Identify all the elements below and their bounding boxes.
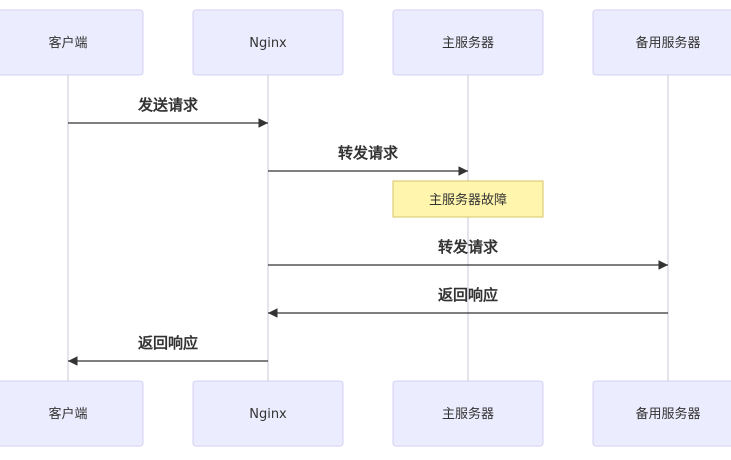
actor-nginx-bottom: Nginx bbox=[192, 380, 344, 447]
actor-nginx-top-label: Nginx bbox=[249, 36, 287, 51]
actors-bottom: 客户端 Nginx 主服务器 备用服务器 bbox=[0, 380, 731, 447]
message-3: 转发请求 bbox=[268, 238, 668, 270]
note-1: 主服务器故障 bbox=[392, 180, 544, 218]
actor-nginx-top: Nginx bbox=[192, 9, 344, 76]
actor-client-top: 客户端 bbox=[0, 9, 144, 76]
message-1-label: 发送请求 bbox=[137, 96, 199, 114]
actor-nginx-bottom-label: Nginx bbox=[249, 407, 287, 422]
actor-backup-top-label: 备用服务器 bbox=[635, 35, 700, 51]
actor-primary-bottom-label: 主服务器 bbox=[442, 406, 494, 422]
message-4: 返回响应 bbox=[268, 286, 668, 318]
actor-primary-top: 主服务器 bbox=[392, 9, 544, 76]
actor-client-top-label: 客户端 bbox=[48, 35, 87, 51]
actor-primary-bottom: 主服务器 bbox=[392, 380, 544, 447]
note-1-text: 主服务器故障 bbox=[429, 192, 507, 208]
actor-primary-top-label: 主服务器 bbox=[442, 35, 494, 51]
message-2: 转发请求 bbox=[268, 144, 468, 176]
message-4-label: 返回响应 bbox=[438, 286, 498, 304]
lifelines bbox=[67, 75, 669, 381]
actors-top: 客户端 Nginx 主服务器 备用服务器 bbox=[0, 9, 731, 76]
message-5-label: 返回响应 bbox=[138, 334, 198, 352]
actor-client-bottom: 客户端 bbox=[0, 380, 144, 447]
actor-backup-bottom-label: 备用服务器 bbox=[635, 406, 700, 422]
message-5: 返回响应 bbox=[68, 334, 268, 366]
actor-client-bottom-label: 客户端 bbox=[48, 406, 87, 422]
messages: 发送请求 转发请求 主服务器故障 转发请求 返回响应 返回响应 bbox=[68, 96, 668, 366]
message-3-label: 转发请求 bbox=[438, 238, 499, 256]
actor-backup-top: 备用服务器 bbox=[592, 9, 731, 76]
message-2-label: 转发请求 bbox=[338, 144, 399, 162]
message-1: 发送请求 bbox=[68, 96, 268, 128]
actor-backup-bottom: 备用服务器 bbox=[592, 380, 731, 447]
note-1-box bbox=[392, 180, 544, 218]
